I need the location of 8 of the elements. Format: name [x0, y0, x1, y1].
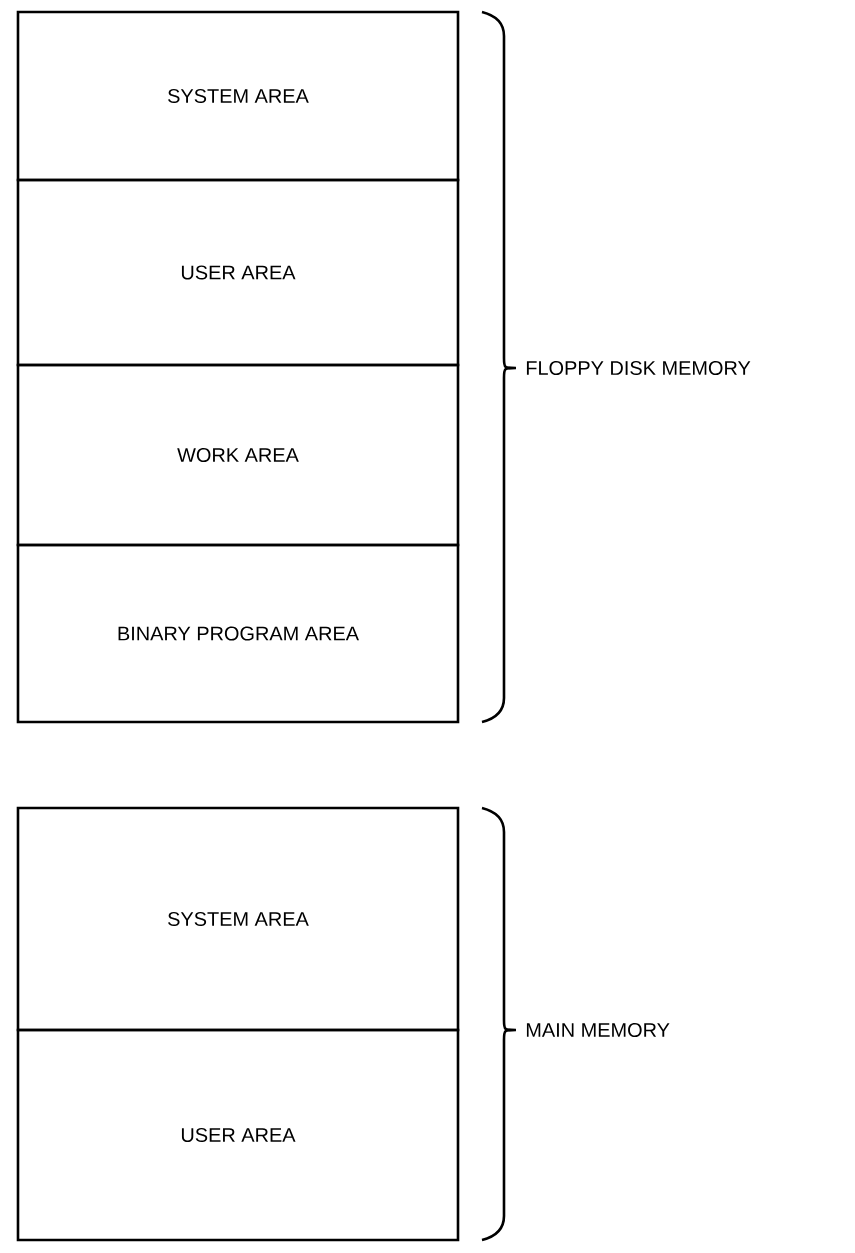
memory-area-box: USER AREA — [16, 1028, 460, 1242]
memory-area-box: SYSTEM AREA — [16, 10, 460, 182]
memory-label: MAIN MEMORY — [526, 1022, 670, 1038]
memory-area-box: BINARY PROGRAM AREA — [16, 543, 460, 724]
memory-area-box: USER AREA — [16, 178, 460, 367]
memory-label: FLOPPY DISK MEMORY — [526, 360, 751, 376]
memory-area-box: SYSTEM AREA — [16, 806, 460, 1032]
memory-area-box: WORK AREA — [16, 363, 460, 547]
